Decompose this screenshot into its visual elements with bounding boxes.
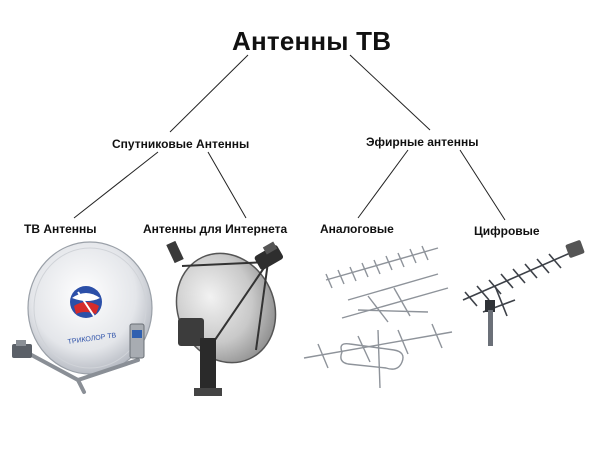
connector-title-to-satellite (170, 55, 248, 132)
diagram-title: Антенны ТВ (232, 26, 391, 57)
connector-title-to-terrestrial (350, 55, 430, 130)
connector-terrestrial-to-digital (460, 150, 505, 220)
leaf-tv-antennas-label: ТВ Антенны (24, 222, 97, 236)
connector-terrestrial-to-analog (358, 150, 408, 218)
leaf-analog-label: Аналоговые (320, 222, 394, 236)
satellite-dish-tv-icon: ТРИКОЛОР ТВ (8, 240, 158, 400)
branch-satellite-label: Спутниковые Антенны (112, 137, 249, 151)
analog-yagi-antenna-icon (298, 240, 468, 390)
satellite-dish-internet-icon (160, 238, 305, 398)
leaf-internet-antennas-label: Антенны для Интернета (143, 222, 287, 236)
digital-yagi-antenna-icon (455, 240, 595, 350)
branch-terrestrial-label: Эфирные антенны (366, 135, 478, 149)
connector-satellite-to-internet (208, 152, 246, 218)
connector-satellite-to-tv (74, 152, 158, 218)
leaf-digital-label: Цифровые (474, 224, 540, 238)
